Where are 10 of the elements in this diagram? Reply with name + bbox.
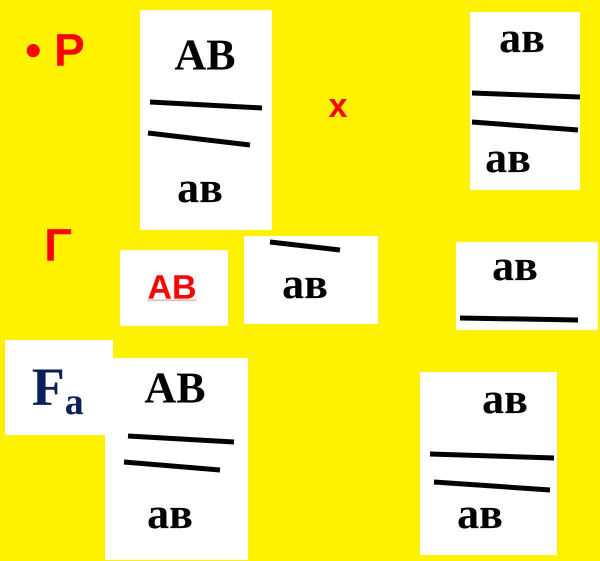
node-label: F$_{a}$ [32,370,84,414]
genotype-card: aв aв [420,372,557,555]
genotype-card: F$_{a}$ [5,340,113,435]
genotype-card: aв [244,236,378,324]
cross-symbol: • P [26,34,84,66]
genotype-card: AB aв [140,10,272,230]
cross-symbol: x [328,99,348,117]
cross-symbol: Γ [47,229,72,261]
genotype-card: AB [120,250,228,326]
genotype-card: aв [456,242,598,330]
